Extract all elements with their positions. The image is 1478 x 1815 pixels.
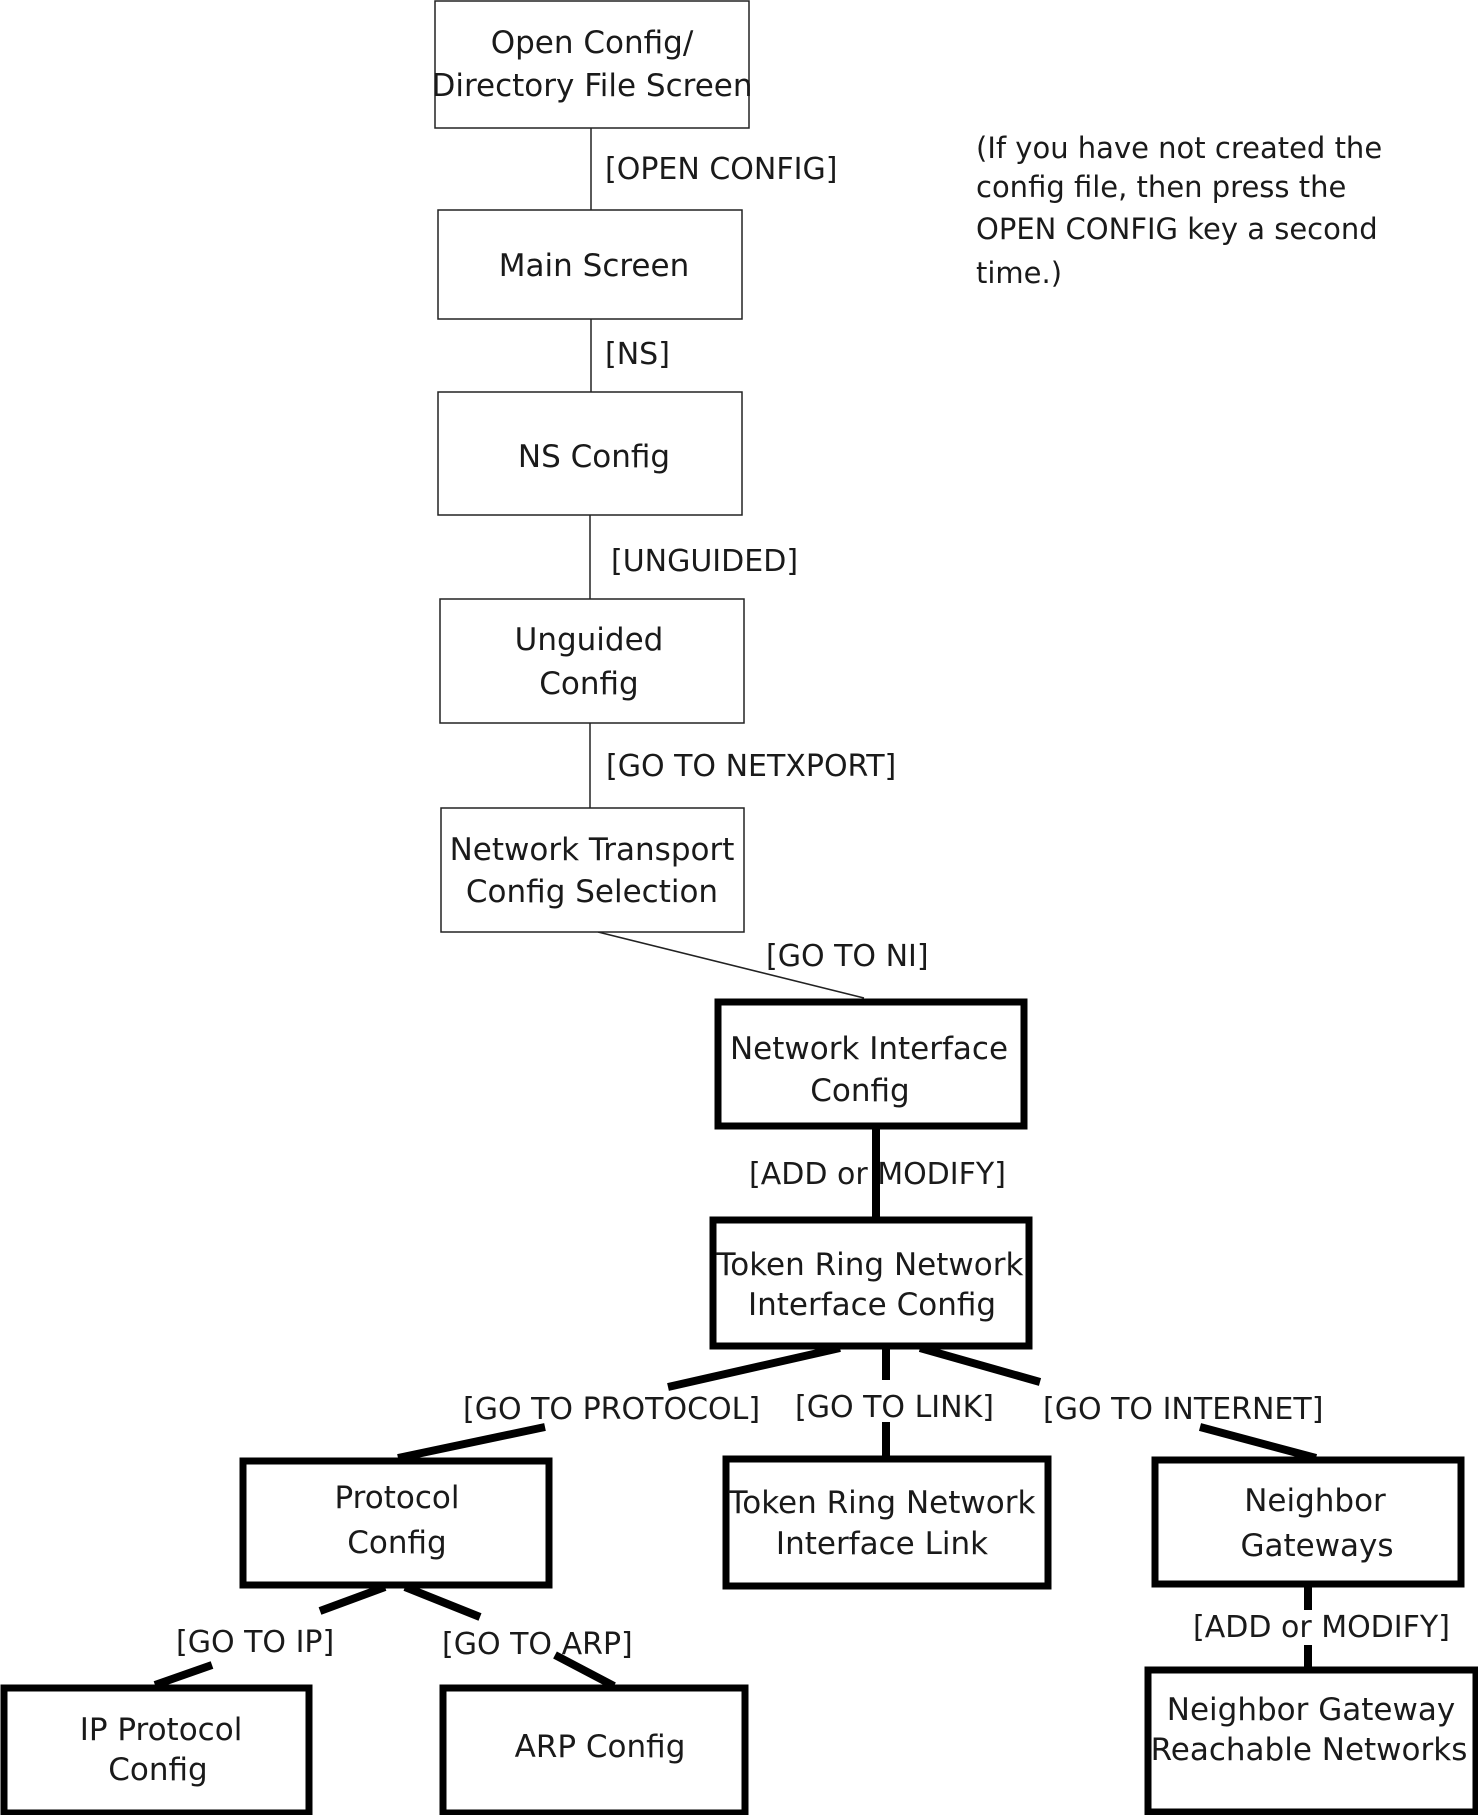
side-note: (If you have not created the config file… <box>976 131 1382 290</box>
node-label-line2: Config Selection <box>466 874 718 910</box>
node-box <box>439 598 745 724</box>
edge-labels: [OPEN CONFIG] [NS] [UNGUIDED] [GO TO NET… <box>176 152 1450 1662</box>
node-label-line2: Config <box>347 1525 446 1561</box>
node-label-line1: Token Ring Network <box>728 1485 1036 1521</box>
node-network-transport: Network Transport Config Selection <box>440 807 745 933</box>
edge-label-go-to-netxport: [GO TO NETXPORT] <box>606 749 896 784</box>
node-label-line2: Interface Link <box>776 1526 988 1562</box>
node-box <box>0 1684 313 1815</box>
node-label-line2: Interface Config <box>748 1287 996 1323</box>
node-label-line2: Reachable Networks <box>1151 1732 1468 1768</box>
node-box <box>1151 1456 1465 1588</box>
edge-label-go-to-ip: [GO TO IP] <box>176 1625 334 1660</box>
node-label-line2: Config <box>108 1752 207 1788</box>
node-box <box>437 209 743 320</box>
connector-protocol-to-ip-lower <box>153 1661 214 1689</box>
node-box <box>434 0 750 129</box>
node-label-line2: Gateways <box>1240 1528 1393 1564</box>
node-token-ring-ni: Token Ring Network Interface Config <box>709 1216 1033 1350</box>
node-label-line1: Neighbor Gateway <box>1167 1692 1455 1728</box>
node-label-line1: Main Screen <box>499 248 689 284</box>
edge-label-ns: [NS] <box>605 337 670 372</box>
edge-label-add-or-modify: [ADD or MODIFY] <box>749 1157 1006 1192</box>
connectors <box>153 128 1318 1690</box>
edge-label-add-or-modify-gateways: [ADD or MODIFY] <box>1193 1610 1450 1645</box>
node-unguided-config: Unguided Config <box>439 598 745 724</box>
connector-transport-to-ni <box>597 931 865 999</box>
note-line-1: (If you have not created the <box>976 131 1382 165</box>
note-line-2: config file, then press the <box>976 170 1346 204</box>
node-label-line2: Config <box>810 1073 909 1109</box>
connector-token-ring-to-internet-upper <box>918 1344 1042 1386</box>
edge-label-unguided: [UNGUIDED] <box>611 544 798 579</box>
node-label-line1: Token Ring Network <box>716 1247 1024 1283</box>
node-label-line1: Network Interface <box>730 1031 1008 1067</box>
node-label-line1: Unguided <box>515 622 664 658</box>
edge-label-go-to-internet: [GO TO INTERNET] <box>1043 1392 1323 1427</box>
node-label-line1: Protocol <box>335 1480 460 1516</box>
node-neighbor-reachable: Neighbor Gateway Reachable Networks <box>1144 1666 1478 1815</box>
edge-label-open-config: [OPEN CONFIG] <box>605 152 837 187</box>
node-neighbor-gateways: Neighbor Gateways <box>1151 1456 1465 1588</box>
edge-label-go-to-protocol: [GO TO PROTOCOL] <box>463 1392 760 1427</box>
node-label-line2: Directory File Screen <box>431 68 752 104</box>
node-label-line1: NS Config <box>518 439 670 475</box>
node-label-line2: Config <box>539 666 638 702</box>
connector-token-ring-to-protocol-upper <box>667 1344 841 1391</box>
node-label-line1: IP Protocol <box>80 1712 243 1748</box>
node-network-interface: Network Interface Config <box>714 998 1028 1130</box>
connector-token-ring-to-internet-lower <box>1198 1423 1318 1462</box>
node-box <box>239 1457 553 1589</box>
node-arp-config: ARP Config <box>439 1684 749 1815</box>
node-box <box>437 391 743 516</box>
node-label-line1: Network Transport <box>450 832 735 868</box>
node-label-line1: Neighbor <box>1244 1483 1386 1519</box>
note-line-3: OPEN CONFIG key a second <box>976 212 1378 246</box>
node-main-screen: Main Screen <box>437 209 743 320</box>
node-token-ring-link: Token Ring Network Interface Link <box>722 1455 1052 1590</box>
connector-token-ring-to-protocol-lower <box>397 1423 546 1462</box>
node-ns-config: NS Config <box>437 391 743 516</box>
edge-label-go-to-link: [GO TO LINK] <box>795 1390 994 1425</box>
node-ip-protocol: IP Protocol Config <box>0 1684 313 1815</box>
node-box <box>1144 1666 1478 1815</box>
edge-label-go-to-ni: [GO TO NI] <box>766 939 929 974</box>
node-box <box>714 998 1028 1130</box>
node-box <box>440 807 745 933</box>
connector-protocol-to-ip-upper <box>318 1583 387 1615</box>
node-label-line1: Open Config/ <box>491 25 694 61</box>
connector-protocol-to-arp-upper <box>403 1583 482 1621</box>
node-open-config: Open Config/ Directory File Screen <box>431 0 753 129</box>
node-box <box>439 1684 749 1815</box>
note-line-4: time.) <box>976 256 1062 290</box>
edge-label-go-to-arp: [GO TO ARP] <box>442 1627 633 1662</box>
node-protocol-config: Protocol Config <box>239 1457 553 1589</box>
node-box <box>709 1216 1033 1350</box>
node-label-line1: ARP Config <box>515 1729 686 1765</box>
connector-protocol-to-arp-lower <box>553 1651 616 1690</box>
node-box <box>722 1455 1052 1590</box>
